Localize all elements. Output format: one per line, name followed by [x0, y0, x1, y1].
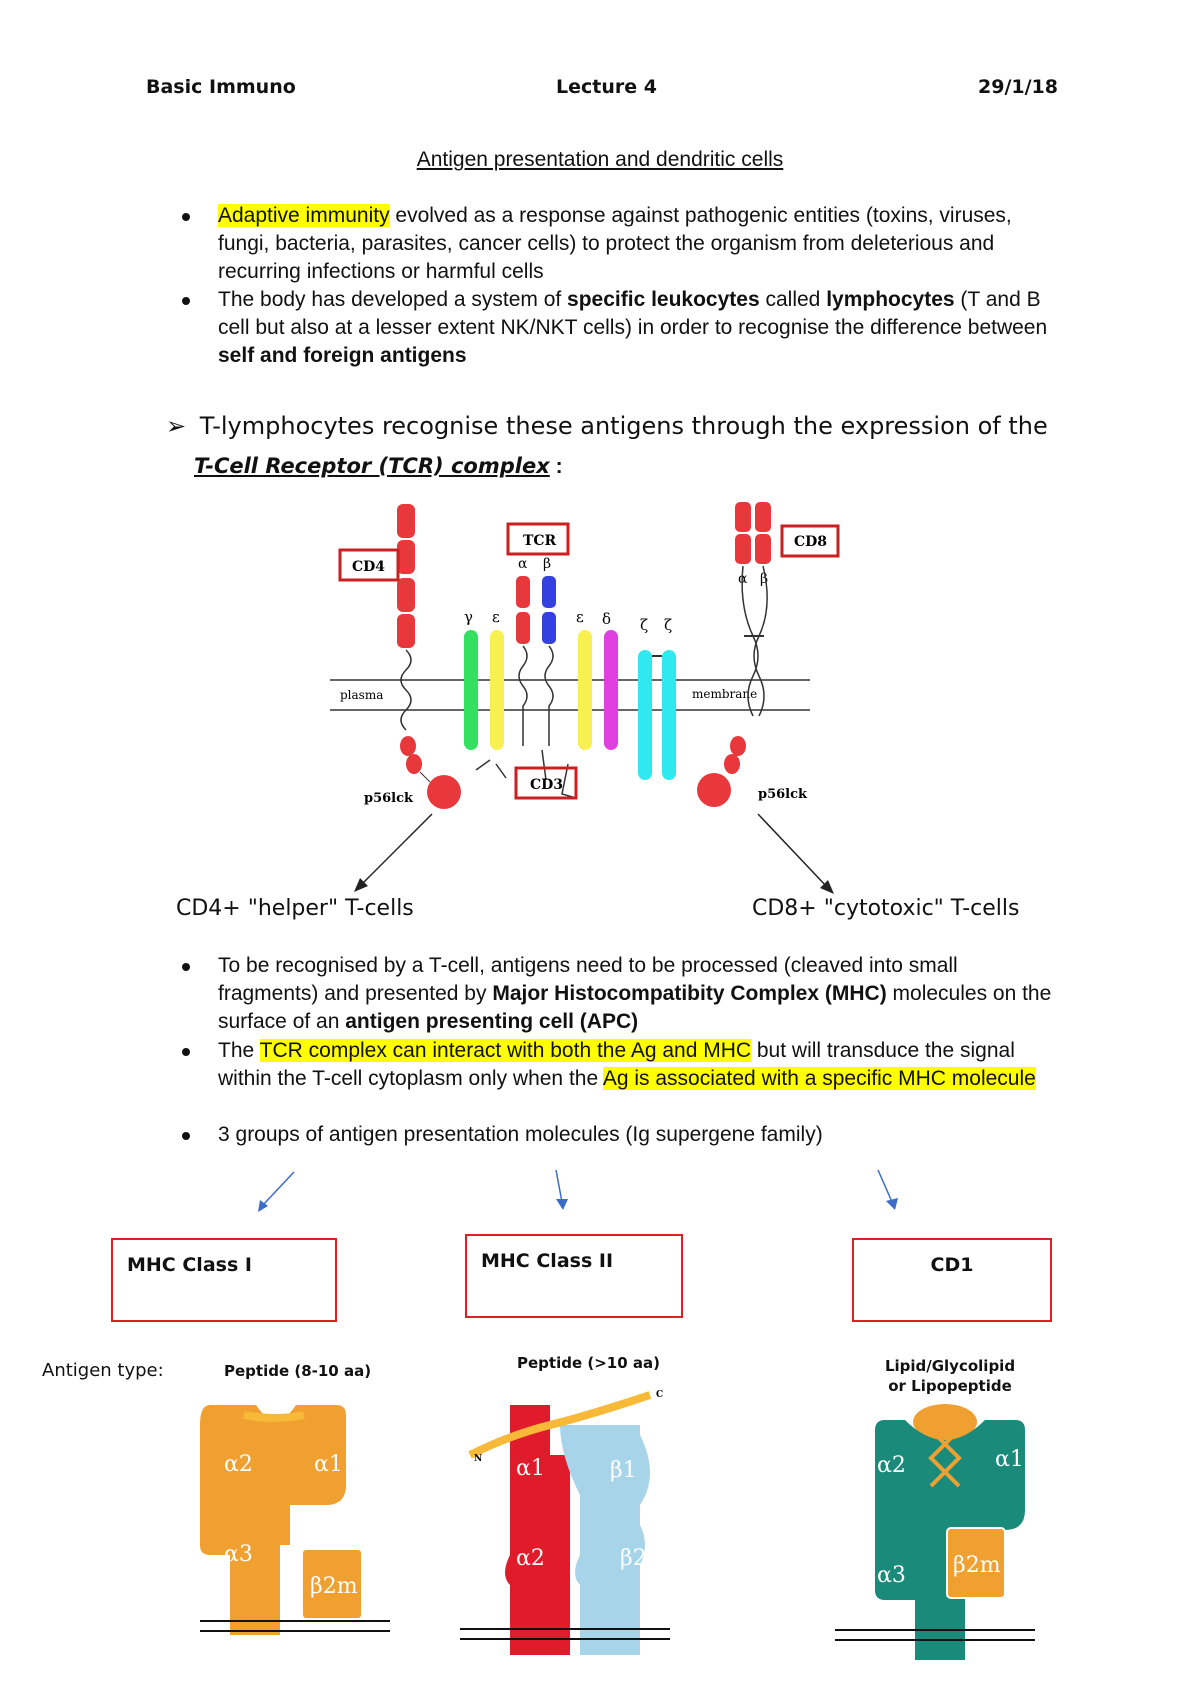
header-lecture: Lecture 4 — [556, 76, 657, 98]
label-p56lck-right: p56lck — [758, 787, 808, 802]
label-cd8: CD8 — [794, 534, 827, 550]
tcr-intro-line: ➢ T-lymphocytes recognise these antigens… — [166, 412, 1048, 440]
antigen-class-1: Peptide (8-10 aa) — [224, 1362, 372, 1380]
label-cd3: CD3 — [530, 777, 563, 793]
cd1-diagram: α2 α1 α3 β2m — [835, 1404, 1035, 1660]
label-cd4: CD4 — [352, 559, 385, 575]
label-plasma: plasma — [340, 688, 383, 702]
label-cd4-helper: CD4+ "helper" T-cells — [176, 896, 414, 921]
domain-label: α1 — [516, 1456, 545, 1481]
mhc-class-1-diagram: α2 α1 α3 β2m — [200, 1405, 390, 1635]
label-alpha: α — [518, 556, 528, 572]
mhc-class-1-box: MHC Class I — [111, 1238, 337, 1322]
domain-label: β2 — [620, 1546, 647, 1571]
bullet-dot — [182, 297, 190, 305]
bullet-dot — [182, 213, 190, 221]
tcr-heading: T-Cell Receptor (TCR) complex : — [194, 454, 563, 478]
antigen-class-2: Peptide (>10 aa) — [517, 1354, 660, 1372]
label-membrane: membrane — [692, 687, 757, 701]
label-delta: δ — [602, 610, 611, 628]
label-epsilon: ε — [576, 608, 584, 626]
tcr-complex-diagram: plasma membrane CD4 p56lck TCR α β γ ε ε… — [330, 502, 840, 809]
cd1-box: CD1 — [852, 1238, 1052, 1322]
label-gamma: γ — [464, 608, 473, 626]
antigen-cd1: Lipid/Glycolipid or Lipopeptide — [884, 1357, 1016, 1395]
domain-label: α1 — [995, 1447, 1024, 1472]
domain-label: β2m — [953, 1553, 1001, 1578]
label-zeta: ζ — [640, 616, 648, 634]
label-zeta: ζ — [664, 616, 672, 634]
label-cd8-cytotoxic: CD8+ "cytotoxic" T-cells — [752, 896, 1020, 921]
label-peptide-c: C — [656, 1390, 663, 1400]
label-peptide-n: N — [474, 1454, 482, 1464]
arrow-to-helper-icon — [354, 813, 433, 892]
cd4-molecule — [397, 504, 461, 809]
header-date: 29/1/18 — [978, 76, 1058, 98]
mhc-class-2-box: MHC Class II — [465, 1234, 683, 1318]
header-course: Basic Immuno — [146, 76, 296, 98]
label-tcr: TCR — [523, 533, 557, 549]
domain-label: α2 — [516, 1546, 545, 1571]
blue-arrows-icon — [258, 1169, 898, 1212]
arrow-bullet-icon: ➢ — [166, 412, 187, 440]
label-beta: β — [760, 571, 768, 587]
domain-label: α2 — [877, 1453, 906, 1478]
arrow-to-cytotoxic-icon — [757, 813, 834, 894]
domain-label: α3 — [224, 1542, 253, 1567]
domain-label: α2 — [224, 1452, 253, 1477]
label-alpha: α — [738, 571, 748, 587]
domain-label: β2m — [310, 1574, 358, 1599]
antigen-type-label: Antigen type: — [42, 1360, 164, 1381]
page-title: Antigen presentation and dendritic cells — [416, 148, 784, 171]
domain-label: α3 — [877, 1563, 906, 1588]
label-epsilon: ε — [492, 608, 500, 626]
domain-label: β1 — [610, 1458, 637, 1483]
label-p56lck-left: p56lck — [364, 791, 414, 806]
label-beta: β — [543, 556, 551, 572]
domain-label: α1 — [314, 1452, 343, 1477]
mhc-class-2-diagram: N C α1 β1 α2 β2 — [460, 1390, 670, 1655]
highlight-adaptive-immunity: Adaptive immunity — [218, 204, 390, 227]
